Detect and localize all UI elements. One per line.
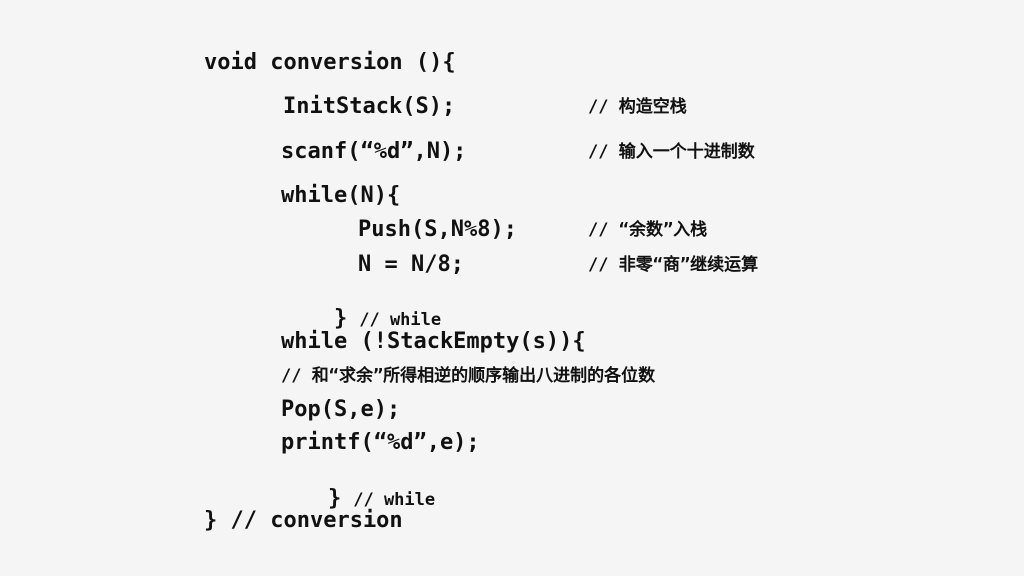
second-while-close-comment: // while [353,490,436,510]
scanf-statement: scanf(“%d”,N); [281,139,467,164]
initstack-comment: // 构造空栈 [588,97,687,117]
output-order-comment: // 和“求余”所得相逆的顺序输出八进制的各位数 [281,366,656,386]
pop-statement: Pop(S,e); [281,397,401,422]
while-close-brace: } // while [281,286,441,352]
second-while-header: while (!StackEmpty(s)){ [281,329,586,354]
while-close-comment: // while [359,310,442,330]
while-loop-header: while(N){ [281,183,401,208]
push-comment: // “余数”入栈 [588,220,708,240]
function-signature: void conversion (){ [204,50,456,75]
divide-comment: // 非零“商”继续运算 [588,255,759,275]
second-while-close-brace-symbol: } [327,486,342,511]
printf-statement: printf(“%d”,e); [281,430,480,455]
divide-statement: N = N/8; [358,252,464,277]
push-statement: Push(S,N%8); [358,217,517,242]
second-while-close-brace: } // while [275,466,435,532]
while-close-brace-symbol: } [333,306,348,331]
function-close-brace: } // conversion [204,508,403,533]
scanf-comment: // 输入一个十进制数 [588,142,755,162]
initstack-statement: InitStack(S); [283,94,456,119]
